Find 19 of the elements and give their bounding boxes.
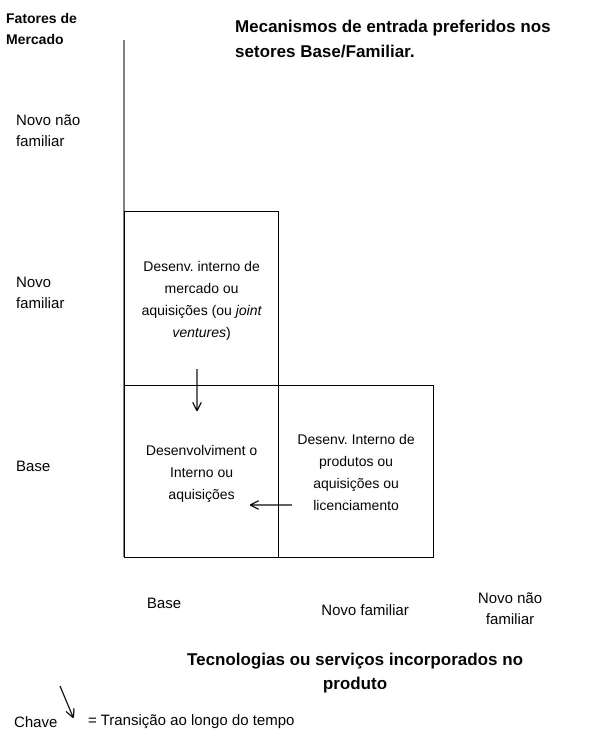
cell-text: Desenv. interno de mercado ou aquisições (ou joint ventures) — [140, 256, 263, 342]
axis-title: Tecnologias ou serviços incorporados no produto — [186, 649, 524, 695]
arrow — [192, 369, 202, 412]
legend-text: = Transição ao longo do tempo — [88, 711, 294, 730]
column-label: Novo familiar — [320, 601, 410, 621]
cell-text: Desenvolviment o Interno ou aquisições — [144, 440, 258, 504]
title: Mecanismos de entrada preferidos nos setores Base/Familiar. — [235, 16, 552, 63]
column-label: Novo não familiar — [476, 589, 544, 630]
axis-title: Fatores de Mercado — [6, 9, 78, 49]
matrix-cell-box — [278, 385, 434, 558]
cell-text: Desenv. Interno de produtos ou aquisições ou licenciamento — [296, 430, 416, 514]
row-label: Base — [16, 457, 52, 477]
matrix-cell-box — [124, 385, 279, 558]
column-label: Base — [146, 594, 182, 614]
row-label: Novo familiar — [16, 273, 66, 314]
matrix-cell-box — [124, 211, 279, 386]
legend-title: Chave — [14, 713, 58, 730]
arrow — [249, 500, 292, 510]
row-label: Novo não familiar — [16, 111, 82, 152]
